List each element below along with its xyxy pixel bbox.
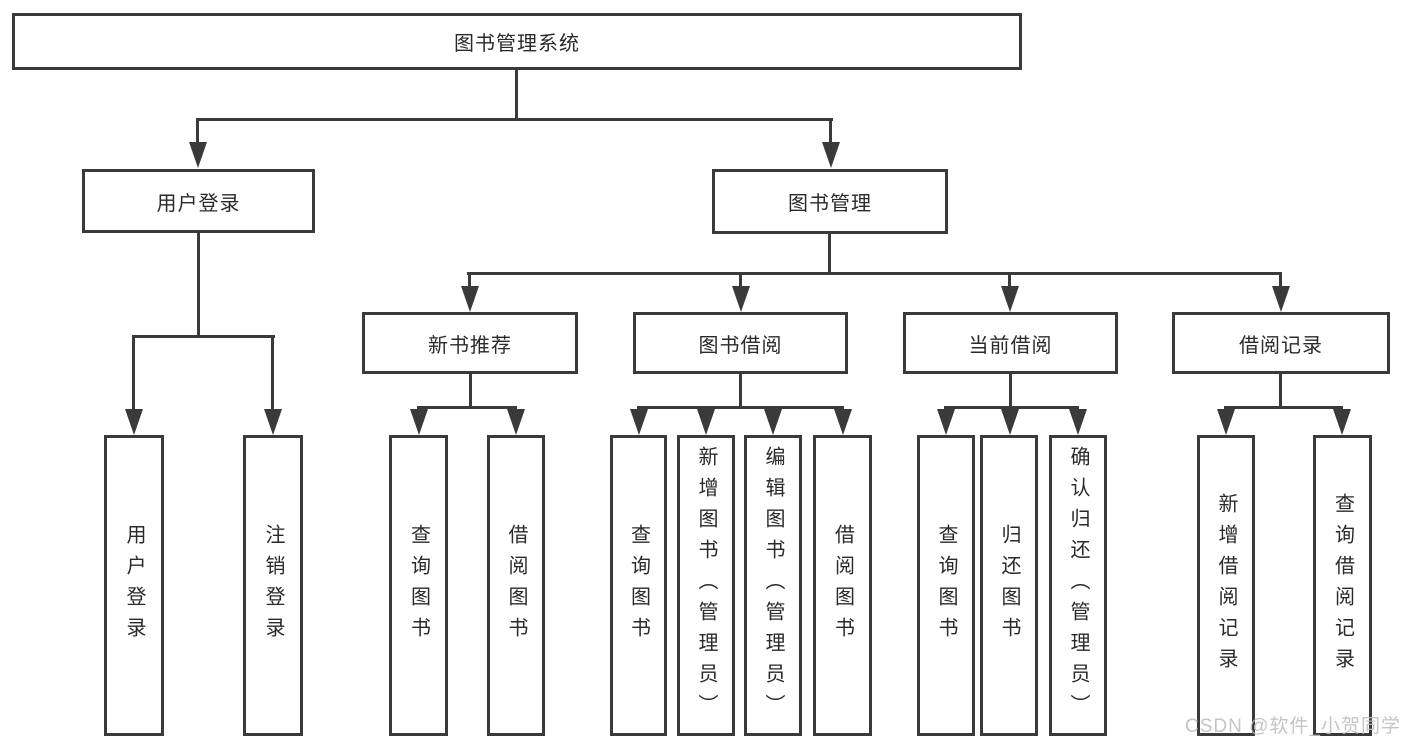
arrow-shaft [271,335,274,411]
arrow-head [764,409,782,435]
leaf-borrow-books-recommend-label: 借阅图书 [505,523,527,648]
leaf-borrow-books-recommend: 借阅图书 [487,435,545,736]
leaf-return-books-label: 归还图书 [998,523,1020,648]
leaf-user-login: 用户登录 [104,435,164,736]
arrow-shaft [132,335,135,411]
stem-line [739,374,742,406]
leaf-query-books-recommend: 查询图书 [389,435,448,736]
node-book-borrow-label: 图书借阅 [698,334,783,357]
arrow-shaft [739,272,742,288]
leaf-edit-books-admin: 编辑图书（管理员） [744,435,802,736]
branch-line [1224,406,1343,409]
leaf-add-books-admin-label: 新增图书（管理员） [695,446,717,725]
arrow-head [1272,286,1290,312]
arrow-shaft [1279,272,1282,288]
stem-line [1009,374,1012,406]
leaf-logout-label: 注销登录 [262,523,284,648]
leaf-query-books-current-label: 查询图书 [935,523,957,648]
node-current-borrow: 当前借阅 [903,312,1118,374]
arrow-head [461,286,479,312]
leaf-query-borrow-record-label: 查询借阅记录 [1331,492,1354,679]
branch-line [417,406,517,409]
arrow-shaft [1008,272,1011,288]
arrow-head [834,409,852,435]
branch-line [132,335,275,338]
arrow-head [410,409,428,435]
arrow-head [822,142,840,168]
arrow-head [1217,409,1235,435]
arrow-head [264,409,282,435]
leaf-borrow-books-label: 借阅图书 [831,523,854,648]
leaf-add-books-admin: 新增图书（管理员） [677,435,735,736]
node-current-borrow-label: 当前借阅 [968,334,1053,357]
leaf-query-books-borrow: 查询图书 [610,435,667,736]
leaf-confirm-return-admin: 确认归还（管理员） [1049,435,1107,736]
arrow-head [697,409,715,435]
arrow-head [1069,409,1087,435]
branch-line [467,272,1282,275]
leaf-logout: 注销登录 [243,435,303,736]
leaf-add-borrow-record-label: 新增借阅记录 [1215,492,1237,679]
arrow-head [1001,409,1019,435]
arrow-head [732,286,750,312]
leaf-query-books-current: 查询图书 [917,435,975,736]
node-root-system: 图书管理系统 [12,13,1022,70]
stem-line [197,233,200,335]
arrow-head [1001,286,1019,312]
arrow-shaft [829,118,832,144]
node-new-book-recommend: 新书推荐 [362,312,578,374]
arrow-shaft [468,272,471,288]
node-borrow-records-label: 借阅记录 [1239,334,1323,357]
node-book-management: 图书管理 [712,169,948,234]
stem-line [828,234,831,272]
leaf-confirm-return-admin-label: 确认归还（管理员） [1067,446,1089,725]
arrow-shaft [196,118,199,144]
arrow-head [630,409,648,435]
branch-line [944,406,1079,409]
leaf-query-books-borrow-label: 查询图书 [627,523,650,648]
node-user-login-label: 用户登录 [156,192,241,215]
stem-line [469,374,472,406]
leaf-user-login-label: 用户登录 [123,523,145,648]
arrow-head [937,409,955,435]
stem-line [1279,374,1282,406]
leaf-query-books-recommend-label: 查询图书 [407,523,430,648]
node-root-label: 图书管理系统 [454,33,580,55]
node-borrow-records: 借阅记录 [1172,312,1390,374]
arrow-head [189,142,207,168]
csdn-watermark: CSDN @软件_小贺同学 [1185,716,1401,737]
leaf-edit-books-admin-label: 编辑图书（管理员） [762,446,784,725]
node-user-login: 用户登录 [82,169,315,233]
arrow-head [507,409,525,435]
leaf-add-borrow-record: 新增借阅记录 [1197,435,1255,736]
arrow-head [1333,409,1351,435]
node-new-book-recommend-label: 新书推荐 [428,334,512,357]
branch-line [637,406,843,409]
branch-line [196,118,833,121]
arrow-head [125,409,143,435]
leaf-query-borrow-record: 查询借阅记录 [1313,435,1372,736]
node-book-borrow: 图书借阅 [633,312,848,374]
leaf-borrow-books: 借阅图书 [813,435,872,736]
stem-line [515,70,518,118]
node-book-management-label: 图书管理 [788,193,872,215]
leaf-return-books: 归还图书 [980,435,1038,736]
